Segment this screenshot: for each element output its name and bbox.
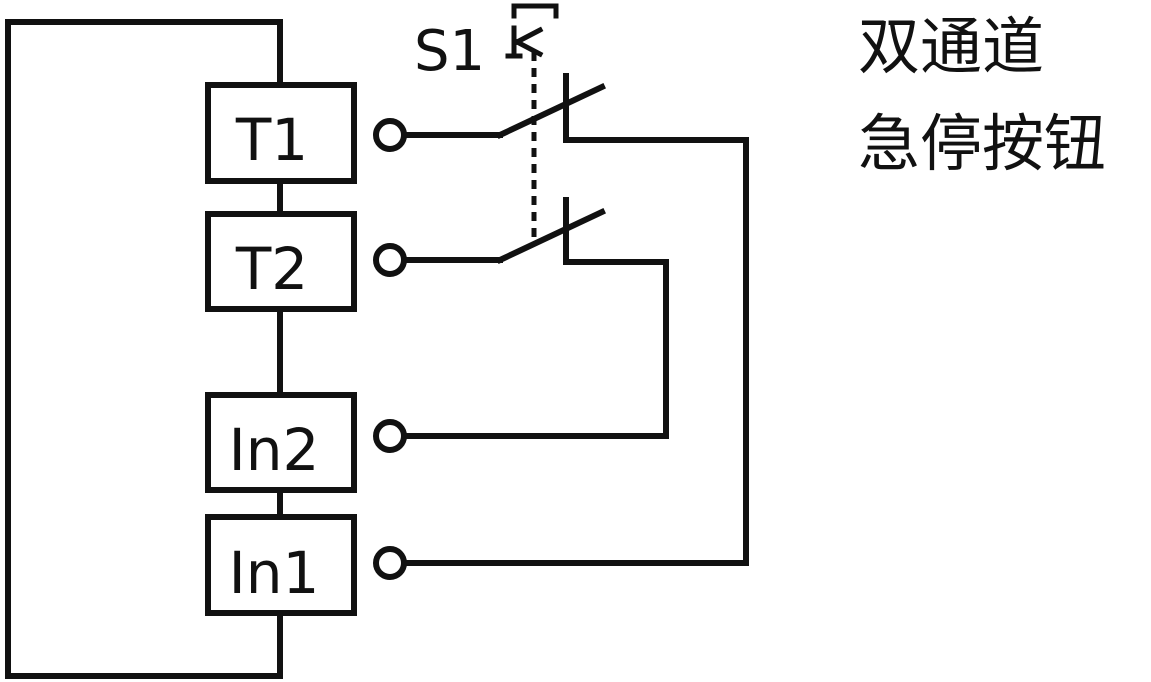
terminal-circle-t2 [373,243,407,277]
title-line-2: 急停按钮 [858,107,1106,180]
terminal-t2: T2 [205,211,357,312]
switch-contact-2-blade [496,208,606,264]
terminal-t1: T1 [205,82,357,184]
estop-actuator-icon [505,3,559,59]
terminal-box [205,211,357,312]
terminal-box [205,514,357,616]
terminal-label: In2 [229,416,320,484]
terminal-in2: In2 [205,392,357,493]
wire-contact1-to-in1 [401,137,749,566]
terminal-circle-in2 [373,419,407,453]
channel-1-wiring [401,73,749,566]
terminal-box [205,82,357,184]
terminal-label: T2 [235,235,308,303]
channel-2-wiring [401,197,669,439]
terminal-in1: In1 [205,514,357,616]
switch-label: S1 [414,19,485,84]
terminal-label: In1 [229,539,320,607]
terminal-circle-in1 [373,546,407,580]
wire-contact2-to-in2 [401,259,669,439]
terminal-label: T1 [235,106,308,174]
terminal-box [205,392,357,493]
switch-contact-1-blade [496,83,606,139]
title-line-1: 双通道 [858,10,1044,83]
terminal-circle-t1 [373,118,407,152]
outer-loop-wire [5,19,283,679]
